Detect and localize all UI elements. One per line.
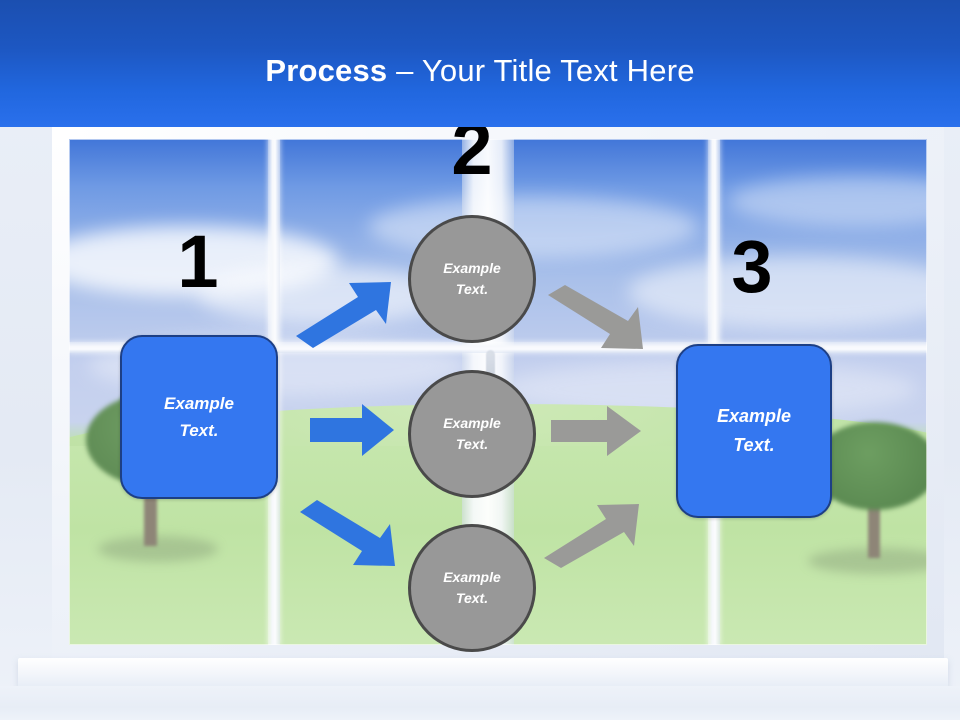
blue-arrow-down-right xyxy=(300,500,408,570)
branch-circle-top[interactable]: Example Text. xyxy=(408,215,536,343)
blue-arrow-right xyxy=(310,404,394,456)
blue-arrow-up-right-icon xyxy=(296,282,391,348)
end-box-line-1: Example xyxy=(716,406,792,426)
blue-arrow-down-right-icon xyxy=(300,500,395,566)
title-band: Process – Your Title Text Here xyxy=(0,0,960,127)
start-box-line-1: Example xyxy=(164,394,234,413)
window-sill xyxy=(18,658,948,688)
end-box[interactable]: Example Text. xyxy=(676,344,832,518)
blue-arrow-right-icon xyxy=(310,404,394,456)
page-title-bold: Process xyxy=(265,53,388,88)
branch-circle-top-line-2: Text. xyxy=(455,281,489,297)
blue-arrow-up-right xyxy=(296,278,404,348)
gray-arrow-right xyxy=(551,406,641,456)
page-title-rest: – Your Title Text Here xyxy=(387,53,695,88)
gray-arrow-up-right-icon xyxy=(544,504,639,568)
branch-circle-middle-line-2: Text. xyxy=(455,436,489,452)
gray-arrow-up-right xyxy=(544,500,652,568)
gray-arrow-right-icon xyxy=(551,406,641,456)
step-number-3: 3 xyxy=(731,225,773,308)
step-number-1: 1 xyxy=(177,220,219,303)
gray-arrow-down-right xyxy=(548,285,656,353)
branch-circle-bottom-line-2: Text. xyxy=(455,590,489,606)
gray-arrow-down-right-icon xyxy=(548,285,643,349)
window-sill-apron xyxy=(0,686,960,720)
page-title: Process – Your Title Text Here xyxy=(0,52,960,90)
start-box-line-2: Text. xyxy=(179,421,219,440)
start-box[interactable]: Example Text. xyxy=(120,335,278,499)
branch-circle-top-line-1: Example xyxy=(443,260,501,276)
branch-circle-bottom[interactable]: Example Text. xyxy=(408,524,536,652)
branch-circle-middle[interactable]: Example Text. xyxy=(408,370,536,498)
end-box-line-2: Text. xyxy=(733,435,775,455)
branch-circle-bottom-line-1: Example xyxy=(443,569,501,585)
branch-circle-middle-line-1: Example xyxy=(443,415,501,431)
